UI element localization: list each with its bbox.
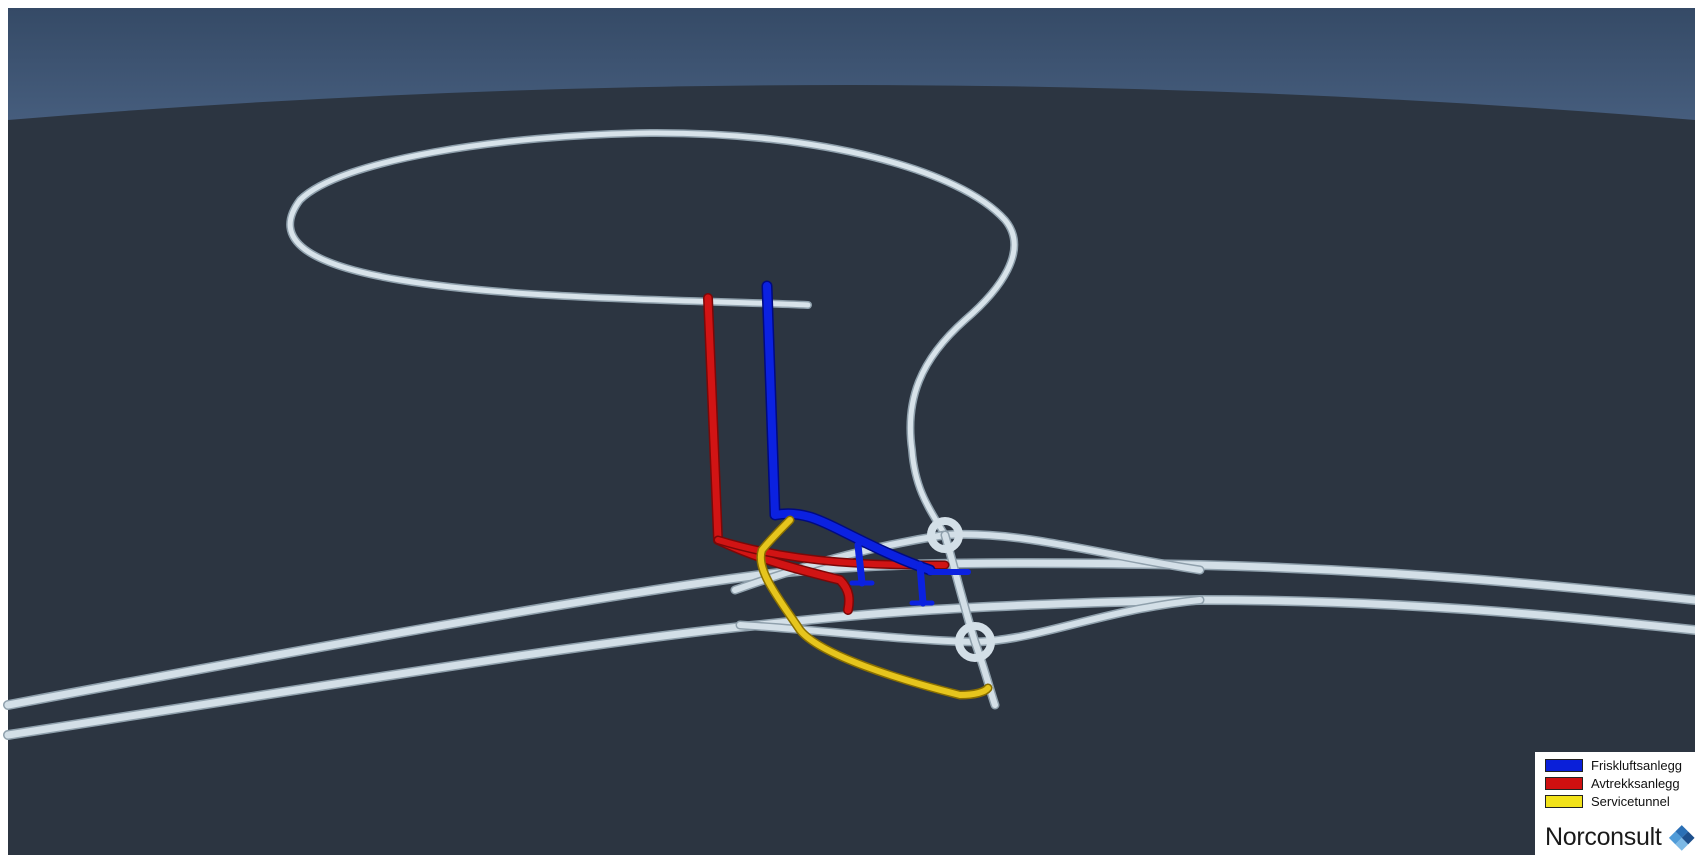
legend-swatch-red bbox=[1545, 776, 1583, 790]
legend: Friskluftsanlegg Avtrekksanlegg Servicet… bbox=[1535, 752, 1695, 855]
ground-plane bbox=[8, 85, 1695, 855]
norconsult-logo: Norconsult bbox=[1545, 822, 1695, 852]
legend-item-service: Servicetunnel bbox=[1545, 792, 1695, 810]
norconsult-diamond-icon bbox=[1668, 825, 1695, 851]
legend-item-exhaust: Avtrekksanlegg bbox=[1545, 774, 1695, 792]
legend-label: Servicetunnel bbox=[1591, 793, 1670, 809]
legend-swatch-blue bbox=[1545, 758, 1583, 772]
legend-swatch-yellow bbox=[1545, 794, 1583, 808]
legend-label: Avtrekksanlegg bbox=[1591, 775, 1680, 791]
legend-label: Friskluftsanlegg bbox=[1591, 757, 1683, 773]
loop-tunnel bbox=[286, 128, 1019, 539]
legend-item-fresh-air: Friskluftsanlegg bbox=[1545, 756, 1695, 774]
fresh-air-shaft bbox=[761, 280, 971, 607]
logo-text: Norconsult bbox=[1545, 822, 1662, 851]
service-tunnel bbox=[756, 515, 993, 700]
